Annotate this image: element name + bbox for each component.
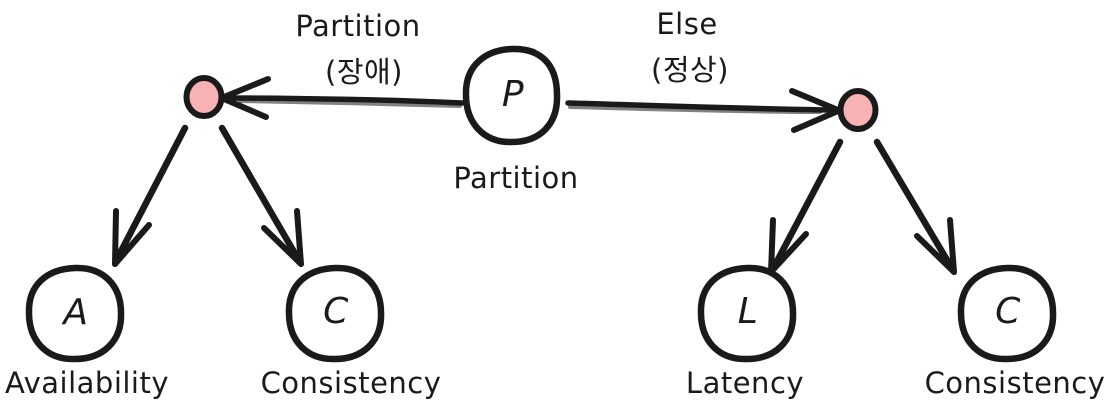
node-availability-caption: Availability bbox=[5, 366, 169, 400]
edge-label-else-line2: (정상) bbox=[651, 53, 729, 87]
node-availability[interactable]: A bbox=[25, 264, 125, 363]
left-junction-dot[interactable] bbox=[183, 75, 225, 119]
edge-left-to-availability bbox=[112, 124, 189, 267]
edge-else-right bbox=[565, 88, 841, 133]
right-junction-dot[interactable] bbox=[837, 88, 879, 132]
node-root-caption: Partition bbox=[453, 161, 578, 195]
edge-right-to-latency bbox=[768, 138, 844, 275]
node-latency-letter: L bbox=[738, 291, 759, 332]
node-latency[interactable]: L bbox=[697, 264, 797, 363]
node-consistency-right[interactable]: C bbox=[957, 264, 1057, 363]
edge-label-partition-line1: Partition bbox=[295, 9, 420, 43]
edge-label-else-line1: Else bbox=[656, 7, 717, 41]
node-availability-letter: A bbox=[61, 292, 88, 333]
node-consistency-left-caption: Consistency bbox=[261, 366, 442, 400]
edge-left-to-consistency bbox=[218, 124, 304, 267]
node-root-letter: P bbox=[502, 74, 524, 115]
edge-label-partition-line2: (장애) bbox=[325, 55, 403, 89]
node-consistency-left-letter: C bbox=[323, 291, 349, 332]
edge-partition-left bbox=[221, 76, 465, 120]
node-consistency-right-caption: Consistency bbox=[925, 366, 1106, 400]
node-latency-caption: Latency bbox=[686, 366, 804, 400]
node-root-partition[interactable]: P bbox=[462, 45, 561, 146]
node-consistency-right-letter: C bbox=[995, 291, 1021, 332]
edge-right-to-consistency bbox=[873, 138, 957, 275]
node-consistency-left[interactable]: C bbox=[285, 264, 385, 363]
